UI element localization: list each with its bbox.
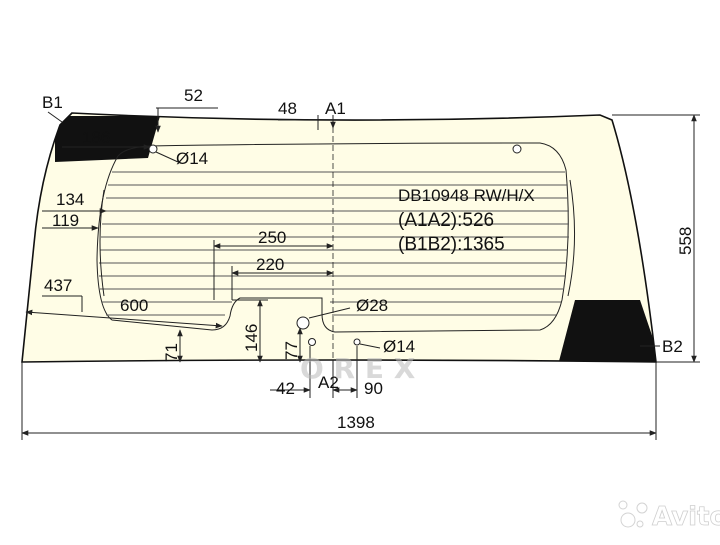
heater-grid xyxy=(99,171,569,316)
dim-600: 600 xyxy=(120,296,148,315)
avito-watermark: Avito xyxy=(618,500,720,532)
dim-28: Ø28 xyxy=(356,296,388,315)
dim-119: 119 xyxy=(52,211,79,230)
part-code: DB10948 RW/H/X xyxy=(398,186,535,205)
black-zone-b2 xyxy=(558,300,656,362)
hole-14-bottom xyxy=(308,338,316,346)
dim-437: 437 xyxy=(44,276,72,295)
hole-top-right xyxy=(512,144,522,154)
dim-558: 558 xyxy=(676,227,695,255)
hole-14-bottom-b xyxy=(353,338,361,346)
label-a2: A2 xyxy=(318,373,339,392)
dim-1398: 1398 xyxy=(337,413,375,432)
b1-leader xyxy=(47,111,63,123)
dim-134: 134 xyxy=(56,190,84,209)
dim-186: 186 xyxy=(82,128,110,147)
black-frit-zones xyxy=(55,116,656,362)
black-zone-b1 xyxy=(55,116,160,162)
dim-hole14-top: Ø14 xyxy=(176,149,208,168)
dim-48: 48 xyxy=(278,99,297,118)
busbar-left xyxy=(99,189,105,297)
watermark-faded: O R E X xyxy=(300,352,416,385)
label-b1: B1 xyxy=(42,93,63,112)
avito-logo-icon xyxy=(618,500,648,528)
b1b2-value: (B1B2):1365 xyxy=(398,234,505,255)
svg-text:O R E X: O R E X xyxy=(300,352,416,385)
hole14-bottom-leader xyxy=(359,343,381,349)
busbar-right xyxy=(567,179,576,297)
label-b2: B2 xyxy=(662,337,683,356)
dim-146: 146 xyxy=(242,324,261,352)
a1a2-value: (A1A2):526 xyxy=(398,210,494,231)
dim-250: 250 xyxy=(258,228,286,247)
avito-text: Avito xyxy=(652,502,720,532)
dim-hole14-bottom: Ø14 xyxy=(383,337,415,356)
d600-line xyxy=(25,309,223,329)
dim-52: 52 xyxy=(184,86,203,105)
hole-28 xyxy=(296,316,310,330)
dim-71: 71 xyxy=(162,343,181,362)
dim-220: 220 xyxy=(256,255,284,274)
dim-42: 42 xyxy=(276,379,295,398)
dim-77: 77 xyxy=(282,341,301,360)
d28-leader xyxy=(308,307,351,319)
hole-top-left xyxy=(148,144,158,154)
hole14-top-leader xyxy=(155,151,179,163)
dim-90: 90 xyxy=(364,379,383,398)
label-a1: A1 xyxy=(325,99,346,118)
